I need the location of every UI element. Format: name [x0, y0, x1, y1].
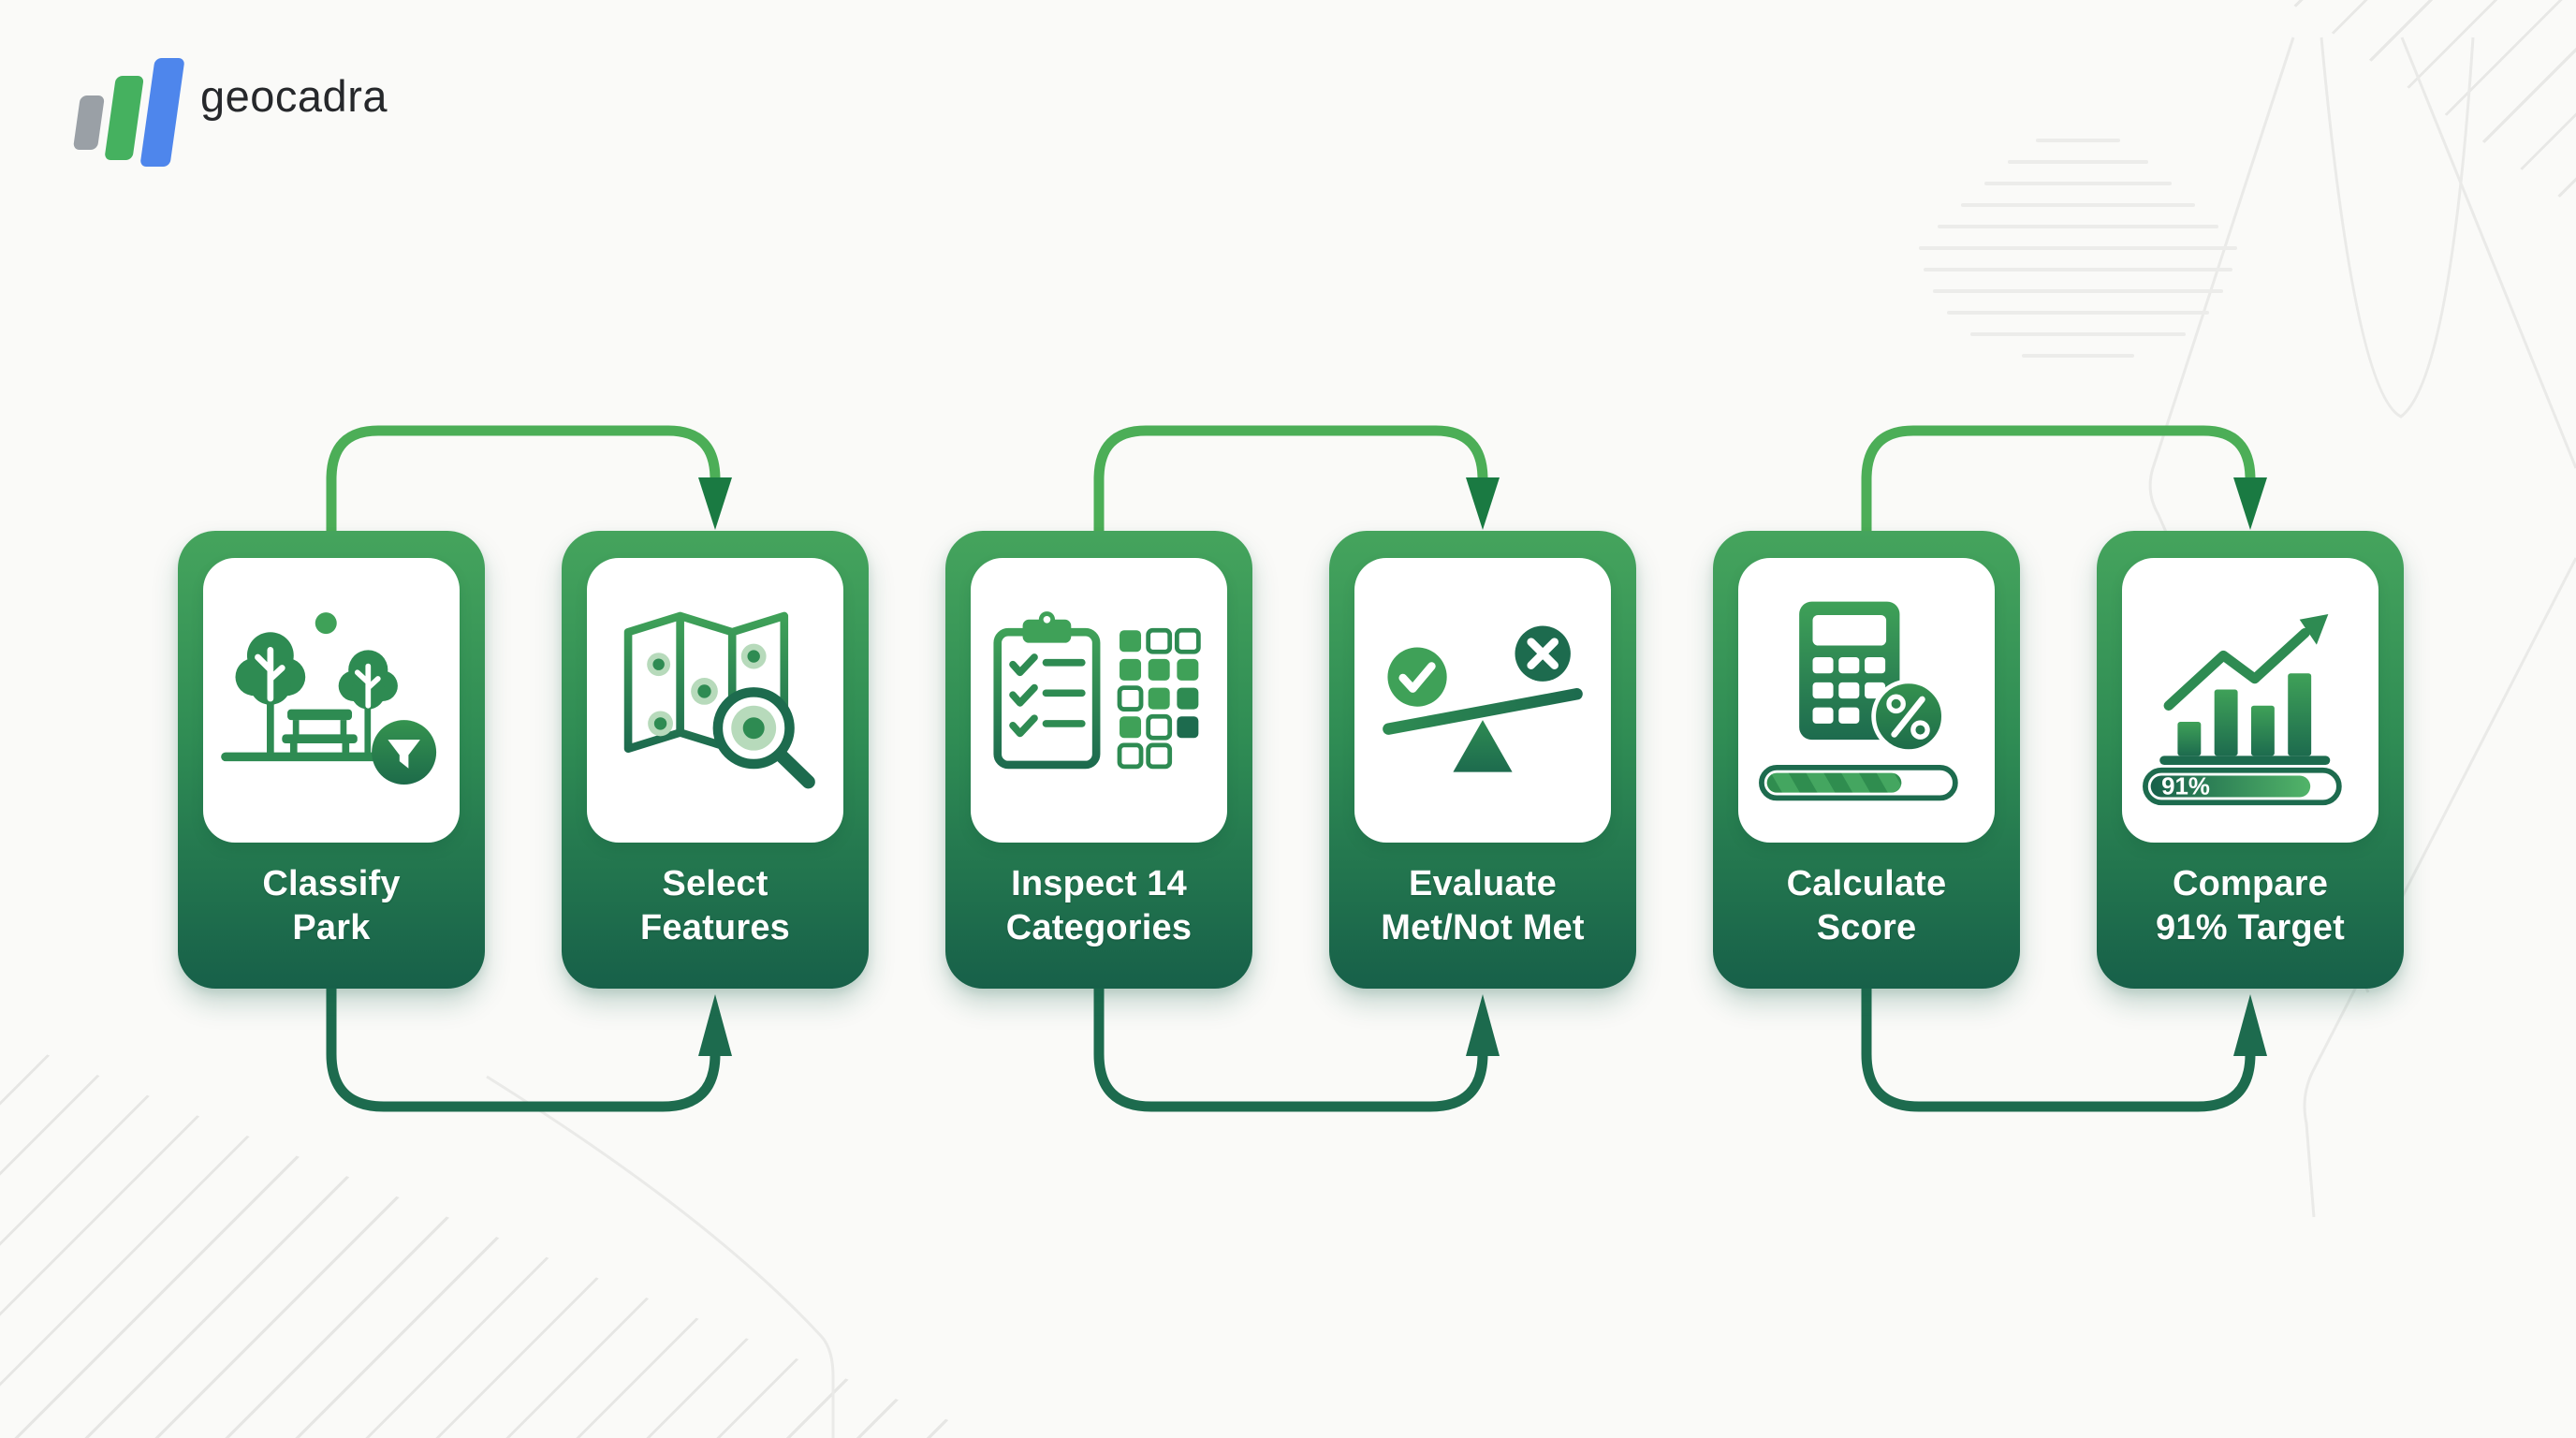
connector-top-3-4 — [1093, 425, 1488, 541]
connector-bottom-5-6 — [1861, 979, 2256, 1112]
percent-badge-icon — [1871, 679, 1946, 755]
category-grid-14 — [1117, 627, 1201, 770]
calculator-percent-progress-icon — [1759, 601, 1958, 801]
park-trees-bench-filter-icon — [221, 612, 437, 785]
connector-top-1-2 — [326, 425, 721, 541]
step-label: Compare 91% Target — [2104, 862, 2396, 950]
progress-bar: 91% — [2143, 767, 2342, 806]
logo-blue-bar — [139, 58, 185, 167]
connector-bottom-3-4 — [1093, 979, 1488, 1112]
icon-panel — [587, 558, 843, 843]
balance-check-cross-icon — [1383, 625, 1583, 772]
logo-wordmark: geocadra — [200, 70, 388, 121]
step-label: Evaluate Met/Not Met — [1337, 862, 1629, 950]
step-label-line1: Compare — [2172, 864, 2329, 903]
logo-green-bar — [104, 76, 144, 160]
step-label: Classify Park — [185, 862, 477, 950]
step-label-line1: Evaluate — [1409, 864, 1557, 903]
step-label: Inspect 14 Categories — [953, 862, 1245, 950]
icon-panel: 91% — [2122, 558, 2378, 843]
logo-bars-icon — [72, 41, 187, 167]
step-label-line1: Calculate — [1786, 864, 1947, 903]
magnifier-icon — [712, 687, 815, 789]
step-label-line1: Inspect 14 — [1011, 864, 1187, 903]
icon-panel — [1354, 558, 1611, 843]
step-label-line2: 91% Target — [2156, 908, 2345, 947]
progress-percent-label: 91% — [2161, 774, 2210, 800]
step-card-classify-park: Classify Park — [178, 531, 485, 989]
filter-funnel-badge-icon — [372, 720, 437, 785]
logo-gray-bar — [72, 95, 105, 150]
arrowhead-up-5-6 — [2233, 994, 2267, 1056]
fulcrum-triangle — [1453, 720, 1513, 772]
step-card-select-features: Select Features — [562, 531, 869, 989]
step-label-line2: Met/Not Met — [1381, 908, 1585, 947]
clipboard-icon — [993, 611, 1101, 770]
step-card-evaluate: Evaluate Met/Not Met — [1329, 531, 1636, 989]
step-label-line2: Park — [292, 908, 371, 947]
icon-panel — [1738, 558, 1995, 843]
check-circle-icon — [1387, 647, 1447, 707]
connector-top-5-6 — [1861, 425, 2256, 541]
growth-chart-progress-icon: 91% — [2143, 614, 2342, 806]
map-magnifier-icon — [623, 611, 815, 789]
trend-arrow-icon — [2163, 614, 2329, 712]
arrowhead-up-1-2 — [698, 994, 732, 1056]
connector-bottom-1-2 — [326, 979, 721, 1112]
step-card-calculate-score: Calculate Score — [1713, 531, 2020, 989]
map-markers — [647, 643, 767, 737]
step-label-line1: Select — [662, 864, 768, 903]
step-label: Calculate Score — [1720, 862, 2012, 950]
logo: geocadra — [72, 41, 388, 167]
cross-circle-icon — [1515, 625, 1571, 682]
step-label-line2: Score — [1816, 908, 1917, 947]
icon-panel — [203, 558, 460, 843]
step-label: Select Features — [569, 862, 861, 950]
step-card-compare-target: 91% Compare 91% Target — [2097, 531, 2404, 989]
step-label-line2: Categories — [1005, 908, 1193, 947]
arrowhead-down-3-4 — [1466, 477, 1500, 530]
progress-bar — [1759, 764, 1958, 801]
arrowhead-down-5-6 — [2233, 477, 2267, 530]
step-label-line1: Classify — [262, 864, 401, 903]
step-label-line2: Features — [639, 908, 790, 947]
bar-chart-icon — [2159, 673, 2331, 765]
clipboard-checklist-grid-icon — [993, 611, 1201, 770]
icon-panel — [971, 558, 1227, 843]
arrowhead-up-3-4 — [1466, 994, 1500, 1056]
step-card-inspect-categories: Inspect 14 Categories — [945, 531, 1252, 989]
faded-text-block-decoration — [1886, 139, 2270, 358]
arrowhead-down-1-2 — [698, 477, 732, 530]
hatch-pattern-bottom-left — [0, 1035, 992, 1438]
